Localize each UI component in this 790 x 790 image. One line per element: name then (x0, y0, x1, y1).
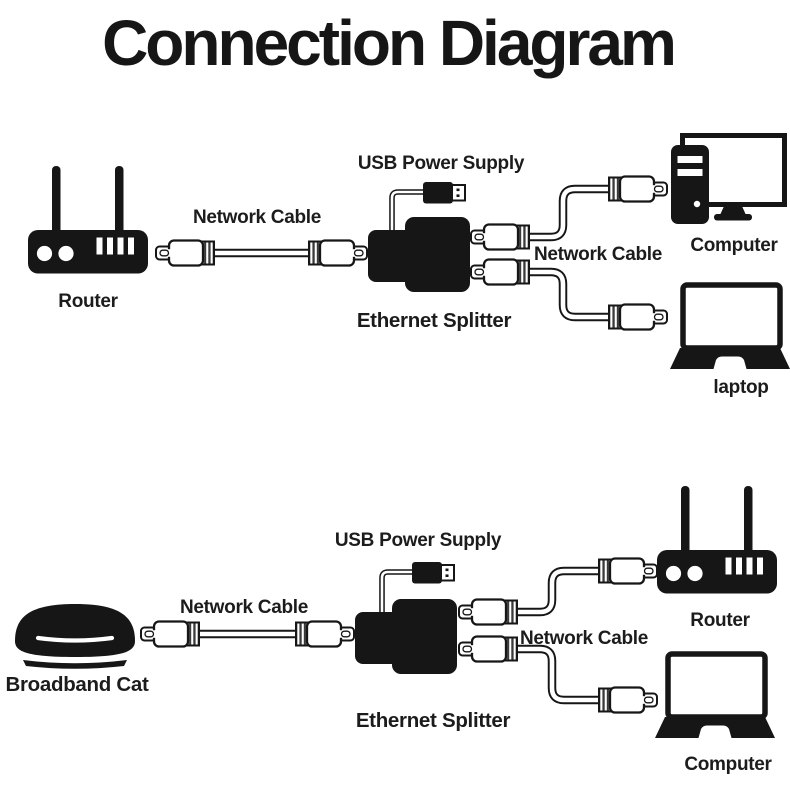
rj45-plug-icon (154, 239, 216, 267)
rj45-plug-icon (469, 223, 531, 251)
usb-power-cable (379, 569, 413, 613)
computer-label: Computer (690, 235, 778, 256)
network-cable (510, 566, 604, 617)
router-icon (28, 166, 148, 274)
ethernet-splitter-label: Ethernet Splitter (357, 309, 512, 332)
rj45-plug-icon (597, 557, 659, 585)
usb-power-cable (389, 189, 424, 231)
usb-connector-icon (422, 181, 466, 205)
rj45-plug-icon (597, 686, 659, 714)
desktop-computer-icon (671, 136, 785, 225)
laptop-label: laptop (713, 377, 768, 398)
network-cable-label: Network Cable (534, 244, 662, 265)
network-cable (522, 267, 614, 322)
rj45-plug-icon (469, 258, 531, 286)
network-cable (510, 644, 604, 705)
usb-power-supply-label: USB Power Supply (358, 153, 525, 174)
rj45-plug-icon (607, 175, 669, 203)
ethernet-splitter-icon (368, 217, 470, 292)
modem-icon (15, 604, 135, 669)
ethernet-splitter-label: Ethernet Splitter (356, 709, 511, 732)
rj45-plug-icon (457, 598, 519, 626)
rj45-plug-icon (294, 620, 356, 648)
network-cable-label: Network Cable (193, 207, 321, 228)
page-title: Connection Diagram (102, 7, 674, 79)
laptop-icon (655, 654, 775, 738)
router-icon (657, 486, 777, 594)
router-label: Router (690, 610, 750, 631)
diagram-bottom: USB Power Supply Network Cable Broadband… (5, 486, 777, 775)
diagram-top: USB Power Supply Network Cable Router Et… (28, 136, 790, 398)
computer-label: Computer (684, 754, 772, 775)
rj45-plug-icon (457, 635, 519, 663)
rj45-plug-icon (307, 239, 369, 267)
network-cable-label: Network Cable (520, 628, 648, 649)
network-cable (522, 184, 614, 242)
usb-connector-icon (411, 561, 455, 585)
network-cable-label: Network Cable (180, 597, 308, 618)
broadband-cat-label: Broadband Cat (5, 673, 148, 696)
rj45-plug-icon (139, 620, 201, 648)
rj45-plug-icon (607, 303, 669, 331)
ethernet-splitter-icon (355, 599, 457, 674)
usb-power-supply-label: USB Power Supply (335, 530, 502, 551)
router-label: Router (58, 291, 118, 312)
laptop-icon (670, 285, 790, 369)
